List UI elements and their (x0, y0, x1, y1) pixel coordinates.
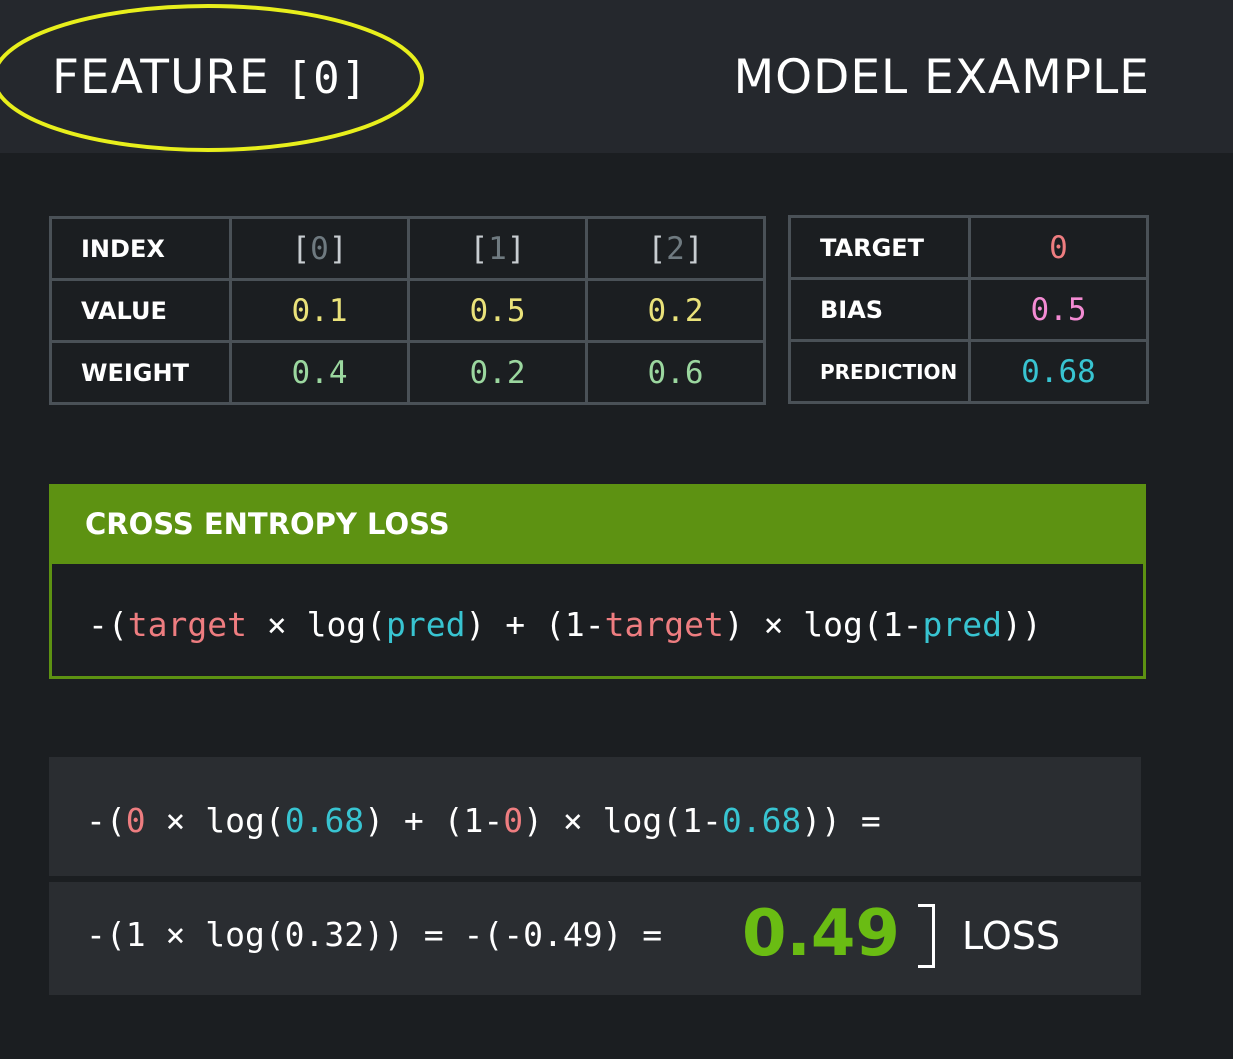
value-row: VALUE 0.1 0.5 0.2 (49, 278, 766, 343)
calculation-line-2: -(1 × log(0.32)) = -(-0.49) = (86, 915, 663, 954)
index-cell: [2] (585, 216, 766, 281)
loss-box-title: CROSS ENTROPY LOSS (85, 507, 450, 541)
calc-text: × log( (145, 801, 285, 840)
index-number: 2 (666, 230, 685, 267)
value-cell: 0.2 (585, 278, 766, 343)
formula-close: )) (1002, 605, 1042, 644)
formula-text: ) × log(1- (723, 605, 923, 644)
target-label: TARGET (788, 215, 971, 280)
value-label: VALUE (49, 278, 232, 343)
index-label: INDEX (49, 216, 232, 281)
calc-target: 0 (503, 801, 524, 840)
highlight-ellipse (0, 4, 424, 152)
calc-text: ) + (1- (364, 801, 504, 840)
calc-target: 0 (125, 801, 146, 840)
calculation-row-substituted: -(0 × log(0.68) + (1-0) × log(1-0.68)) = (49, 757, 1141, 876)
formula-pred: pred (922, 605, 1002, 644)
index-cell: [0] (229, 216, 410, 281)
calculation-line-1: -(0 × log(0.68) + (1-0) × log(1-0.68)) = (86, 801, 881, 840)
index-cell: [1] (407, 216, 588, 281)
model-table: TARGET 0 BIAS 0.5 PREDICTION 0.68 (788, 215, 1149, 404)
bracket-close: ] (684, 230, 704, 267)
weight-cell: 0.6 (585, 340, 766, 405)
bracket-close: ] (506, 230, 526, 267)
calc-open: -( (86, 801, 126, 840)
index-row: INDEX [0] [1] [2] (49, 216, 766, 281)
index-number: 0 (310, 230, 329, 267)
loss-bracket (918, 904, 935, 968)
calc-text: ) × log(1- (523, 801, 722, 840)
formula-target: target (604, 605, 724, 644)
formula-pred: pred (386, 605, 466, 644)
weight-row: WEIGHT 0.4 0.2 0.6 (49, 340, 766, 405)
loss-box-header: CROSS ENTROPY LOSS (52, 487, 1143, 564)
loss-label: LOSS (962, 914, 1060, 958)
feature-title-prefix: FEATURE (52, 50, 286, 105)
model-title: MODEL EXAMPLE (733, 50, 1150, 105)
bracket-close: ] (328, 230, 348, 267)
prediction-label: PREDICTION (788, 339, 971, 404)
prediction-value: 0.68 (968, 339, 1149, 404)
calc-close: )) = (801, 801, 881, 840)
target-row: TARGET 0 (788, 215, 1149, 280)
index-number: 1 (488, 230, 507, 267)
cross-entropy-loss-box: CROSS ENTROPY LOSS -(target × log(pred) … (49, 484, 1146, 679)
calculation-row-result: -(1 × log(0.32)) = -(-0.49) = 0.49 LOSS (49, 882, 1141, 995)
feature-title: FEATURE [0] (52, 50, 368, 105)
header-bar: FEATURE [0] MODEL EXAMPLE (0, 0, 1233, 153)
bracket-open: [ (291, 230, 311, 267)
weight-label: WEIGHT (49, 340, 232, 405)
formula-text: × log( (246, 605, 387, 644)
bias-label: BIAS (788, 277, 971, 342)
features-table: INDEX [0] [1] [2] VALUE 0.1 0.5 0.2 WEIG… (49, 216, 766, 405)
bracket-open: [ (647, 230, 667, 267)
feature-title-index: [0] (285, 53, 369, 104)
calc-pred: 0.68 (721, 801, 802, 840)
formula-target: target (127, 605, 247, 644)
formula-text: ) + (1- (465, 605, 605, 644)
bracket-open: [ (469, 230, 489, 267)
prediction-row: PREDICTION 0.68 (788, 339, 1149, 404)
target-value: 0 (968, 215, 1149, 280)
bias-row: BIAS 0.5 (788, 277, 1149, 342)
value-cell: 0.5 (407, 278, 588, 343)
formula-open: -( (88, 605, 128, 644)
calc-pred: 0.68 (284, 801, 365, 840)
bias-value: 0.5 (968, 277, 1149, 342)
weight-cell: 0.2 (407, 340, 588, 405)
weight-cell: 0.4 (229, 340, 410, 405)
loss-formula: -(target × log(pred) + (1-target) × log(… (88, 605, 1042, 644)
value-cell: 0.1 (229, 278, 410, 343)
loss-value: 0.49 (742, 897, 900, 971)
